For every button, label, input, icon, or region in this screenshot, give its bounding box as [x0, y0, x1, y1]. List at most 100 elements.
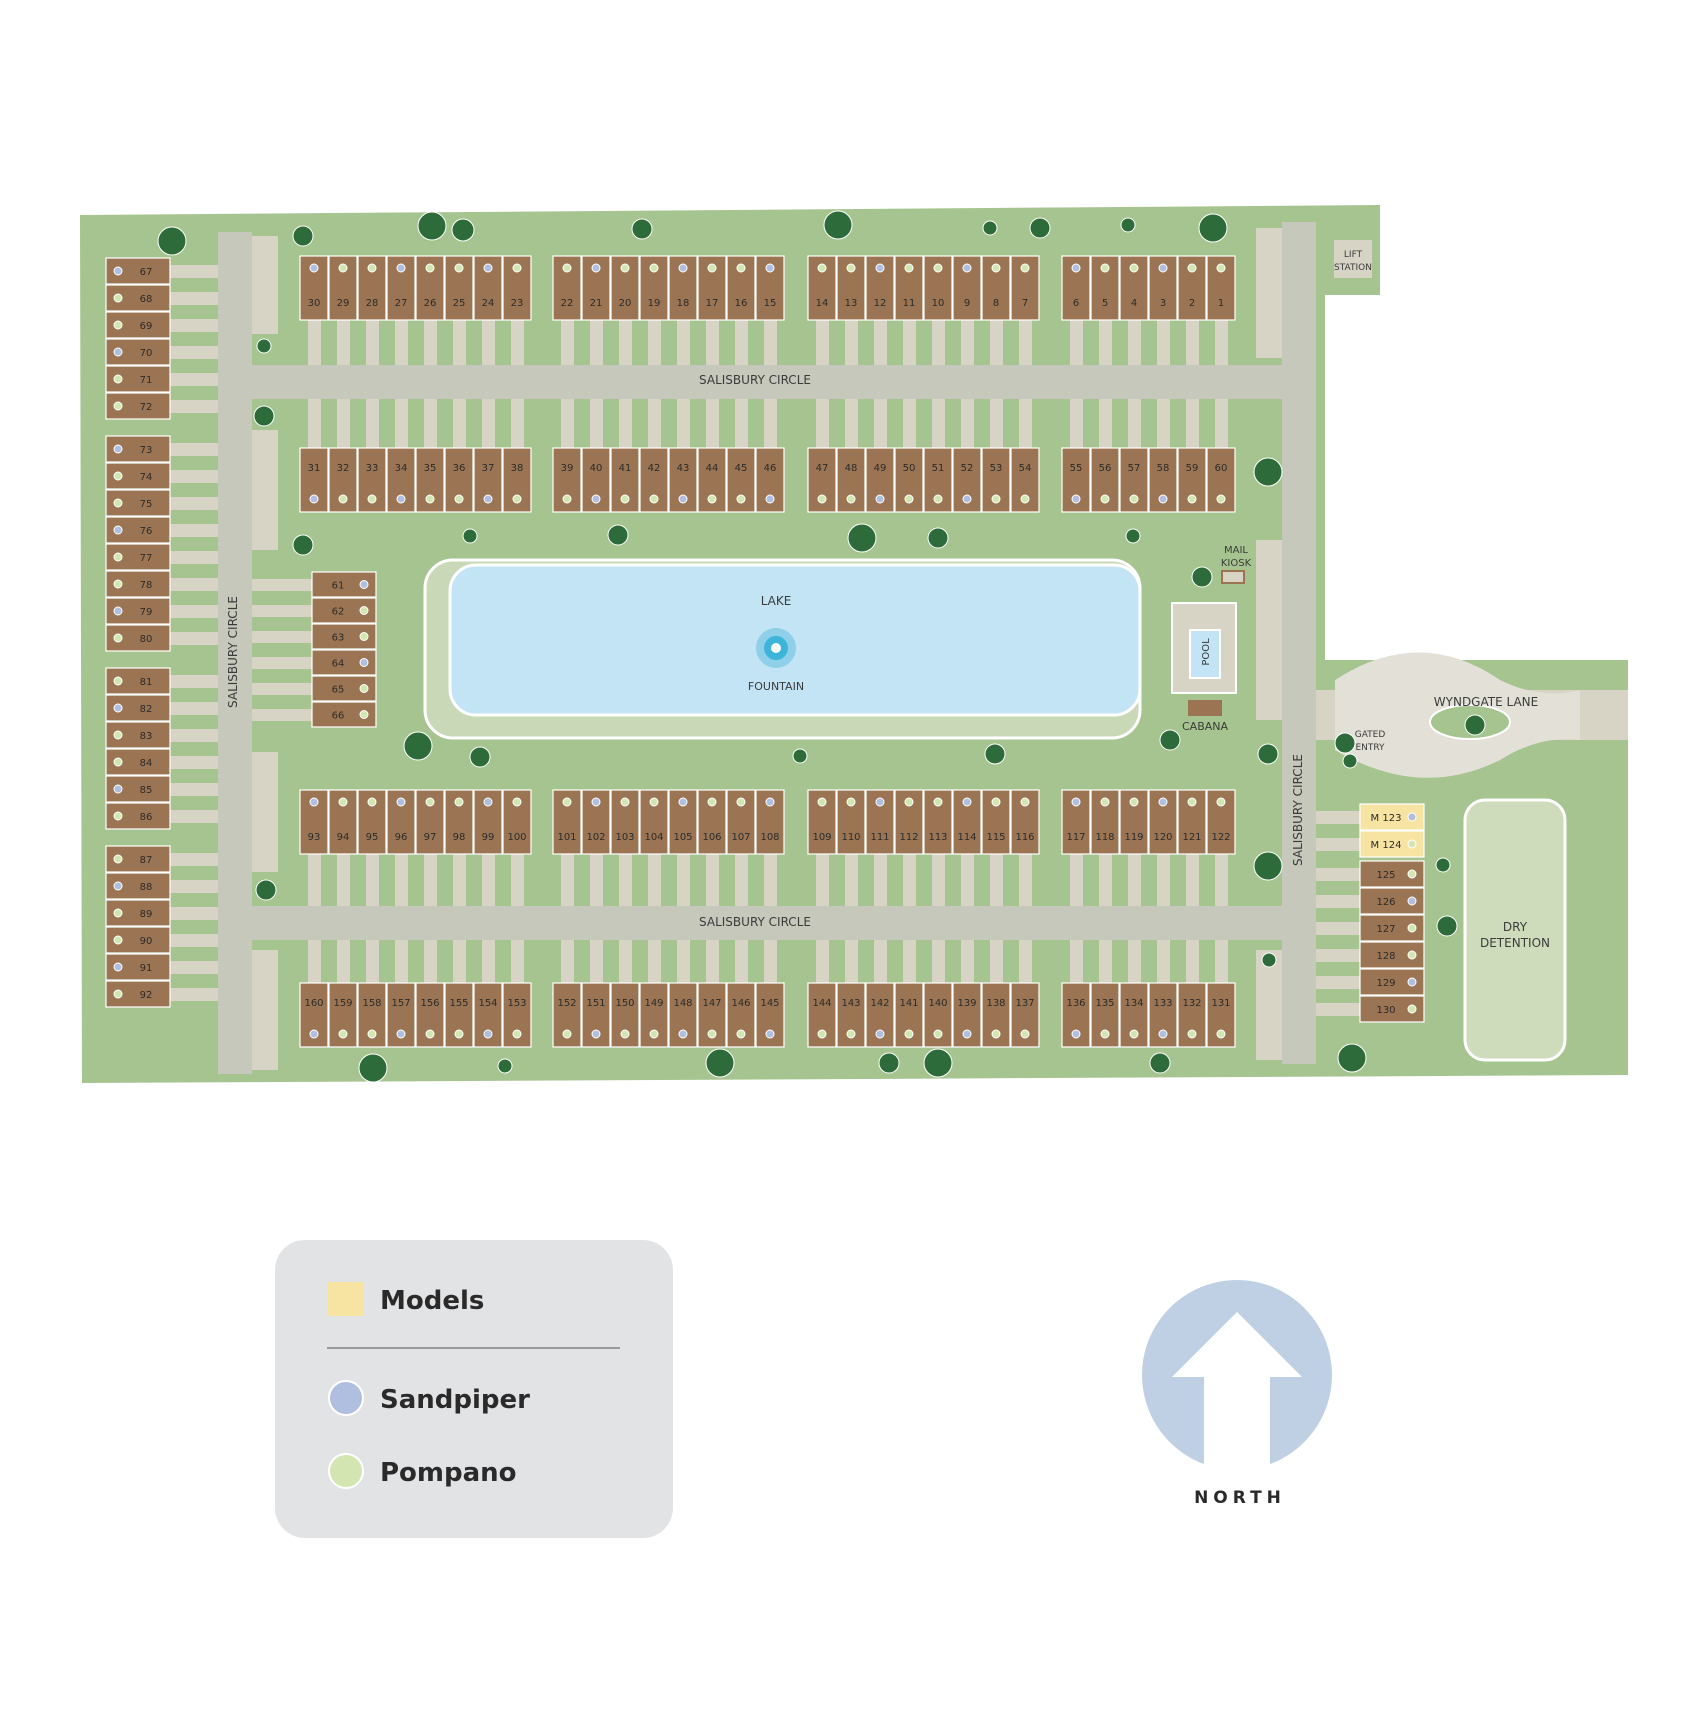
lot[interactable]: 108 — [755, 789, 785, 855]
lot[interactable]: 86 — [105, 802, 171, 830]
lot[interactable]: 131 — [1206, 982, 1236, 1048]
lot[interactable]: 117 — [1061, 789, 1091, 855]
lot[interactable]: 16 — [726, 255, 756, 321]
lot[interactable]: 37 — [473, 447, 503, 513]
lot[interactable]: 105 — [668, 789, 698, 855]
lot[interactable]: 20 — [610, 255, 640, 321]
lot[interactable]: 102 — [581, 789, 611, 855]
lot[interactable]: 13 — [836, 255, 866, 321]
lot[interactable]: 144 — [807, 982, 837, 1048]
lot[interactable]: 45 — [726, 447, 756, 513]
lot[interactable]: 33 — [357, 447, 387, 513]
lot[interactable]: 32 — [328, 447, 358, 513]
lot[interactable]: 64 — [311, 649, 377, 676]
lot[interactable]: 3 — [1148, 255, 1178, 321]
lot[interactable]: 119 — [1119, 789, 1149, 855]
lot[interactable]: 68 — [105, 284, 171, 312]
lot[interactable]: 31 — [299, 447, 329, 513]
lot[interactable]: 6 — [1061, 255, 1091, 321]
lot[interactable]: 51 — [923, 447, 953, 513]
lot[interactable]: 121 — [1177, 789, 1207, 855]
lot[interactable]: 88 — [105, 872, 171, 900]
lot[interactable]: 72 — [105, 392, 171, 420]
lot[interactable]: 99 — [473, 789, 503, 855]
lot[interactable]: 149 — [639, 982, 669, 1048]
lot[interactable]: 103 — [610, 789, 640, 855]
lot[interactable]: 23 — [502, 255, 532, 321]
lot[interactable]: 61 — [311, 571, 377, 598]
lot[interactable]: 114 — [952, 789, 982, 855]
lot[interactable]: 49 — [865, 447, 895, 513]
lot[interactable]: 153 — [502, 982, 532, 1048]
lot[interactable]: 74 — [105, 462, 171, 490]
lot[interactable]: 155 — [444, 982, 474, 1048]
lot[interactable]: 5 — [1090, 255, 1120, 321]
lot[interactable]: 9 — [952, 255, 982, 321]
lot[interactable]: 52 — [952, 447, 982, 513]
lot[interactable]: 43 — [668, 447, 698, 513]
lot[interactable]: 148 — [668, 982, 698, 1048]
lot[interactable]: 34 — [386, 447, 416, 513]
lot[interactable]: 84 — [105, 748, 171, 776]
lot[interactable]: 27 — [386, 255, 416, 321]
lot[interactable]: 57 — [1119, 447, 1149, 513]
lot[interactable]: 87 — [105, 845, 171, 873]
lot[interactable]: M 123 — [1359, 803, 1425, 831]
lot[interactable]: 42 — [639, 447, 669, 513]
lot[interactable]: 39 — [552, 447, 582, 513]
lot[interactable]: 145 — [755, 982, 785, 1048]
lot[interactable]: 118 — [1090, 789, 1120, 855]
lot[interactable]: 111 — [865, 789, 895, 855]
lot[interactable]: 97 — [415, 789, 445, 855]
lot[interactable]: 21 — [581, 255, 611, 321]
lot[interactable]: 125 — [1359, 860, 1425, 888]
lot[interactable]: 101 — [552, 789, 582, 855]
lot[interactable]: 85 — [105, 775, 171, 803]
lot[interactable]: 120 — [1148, 789, 1178, 855]
lot[interactable]: 47 — [807, 447, 837, 513]
lot[interactable]: 41 — [610, 447, 640, 513]
lot[interactable]: 46 — [755, 447, 785, 513]
lot[interactable]: 4 — [1119, 255, 1149, 321]
lot[interactable]: 38 — [502, 447, 532, 513]
lot[interactable]: 79 — [105, 597, 171, 625]
lot[interactable]: 76 — [105, 516, 171, 544]
lot[interactable]: 17 — [697, 255, 727, 321]
lot[interactable]: 12 — [865, 255, 895, 321]
lot[interactable]: 92 — [105, 980, 171, 1008]
lot[interactable]: 106 — [697, 789, 727, 855]
lot[interactable]: 141 — [894, 982, 924, 1048]
lot[interactable]: 11 — [894, 255, 924, 321]
lot[interactable]: 139 — [952, 982, 982, 1048]
lot[interactable]: 58 — [1148, 447, 1178, 513]
lot[interactable]: 22 — [552, 255, 582, 321]
lot[interactable]: 80 — [105, 624, 171, 652]
lot[interactable]: 122 — [1206, 789, 1236, 855]
lot[interactable]: 98 — [444, 789, 474, 855]
lot[interactable]: 81 — [105, 667, 171, 695]
lot[interactable]: 156 — [415, 982, 445, 1048]
lot[interactable]: 127 — [1359, 914, 1425, 942]
lot[interactable]: 100 — [502, 789, 532, 855]
lot[interactable]: 73 — [105, 435, 171, 463]
lot[interactable]: 25 — [444, 255, 474, 321]
lot[interactable]: 75 — [105, 489, 171, 517]
lot[interactable]: M 124 — [1359, 830, 1425, 858]
lot[interactable]: 19 — [639, 255, 669, 321]
lot[interactable]: 2 — [1177, 255, 1207, 321]
lot[interactable]: 89 — [105, 899, 171, 927]
lot[interactable]: 158 — [357, 982, 387, 1048]
lot[interactable]: 30 — [299, 255, 329, 321]
lot[interactable]: 71 — [105, 365, 171, 393]
lot[interactable]: 66 — [311, 701, 377, 728]
lot[interactable]: 65 — [311, 675, 377, 702]
lot[interactable]: 110 — [836, 789, 866, 855]
lot[interactable]: 24 — [473, 255, 503, 321]
lot[interactable]: 90 — [105, 926, 171, 954]
lot[interactable]: 83 — [105, 721, 171, 749]
lot[interactable]: 146 — [726, 982, 756, 1048]
lot[interactable]: 152 — [552, 982, 582, 1048]
lot[interactable]: 8 — [981, 255, 1011, 321]
lot[interactable]: 26 — [415, 255, 445, 321]
lot[interactable]: 151 — [581, 982, 611, 1048]
